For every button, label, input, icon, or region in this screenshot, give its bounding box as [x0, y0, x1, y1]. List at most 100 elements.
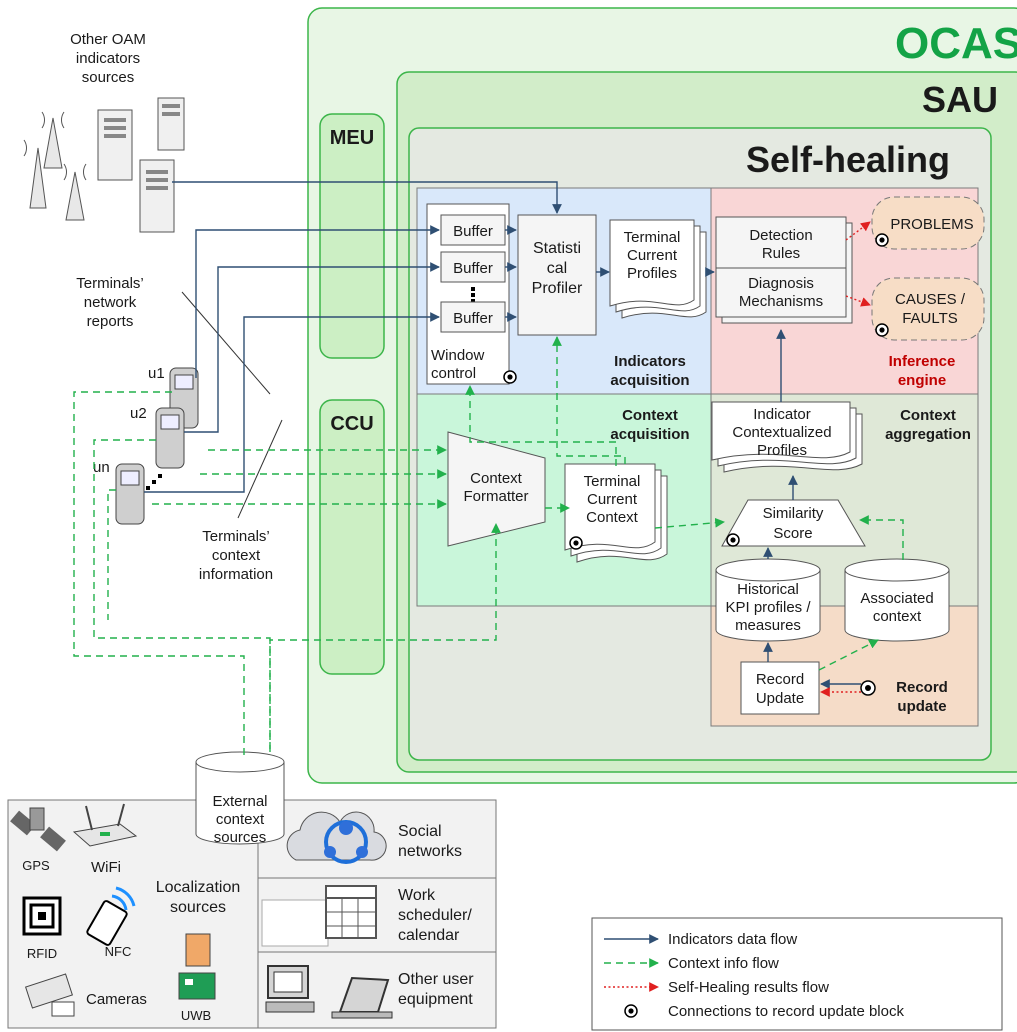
ocas-title: OCAS [895, 19, 1017, 68]
contextualized-doc-front [711, 401, 851, 461]
flow-rules-to-problems [845, 221, 871, 241]
external-context-database [195, 751, 285, 845]
terminals-ellipsis-dot [146, 486, 150, 490]
terminal-un-label: un [93, 459, 110, 476]
record-update-source-dot-core [865, 685, 871, 691]
associated-context-database [844, 558, 950, 642]
problems-label: PROBLEMS [890, 216, 973, 233]
camera-icon [24, 973, 75, 1017]
flow-u1-to-buffer1 [195, 225, 440, 378]
computer-icon [265, 965, 393, 1019]
context-connection-dot-core [573, 540, 579, 546]
flow-u1-context [73, 391, 245, 760]
flow-u2-to-buffer2 [184, 262, 440, 433]
terminal-u2-icon [155, 407, 185, 469]
buffer-label-2: Buffer [453, 260, 493, 277]
statistical-profiler-box [517, 214, 597, 336]
gps-label: GPS [22, 858, 50, 873]
flow-associated-to-similarity [859, 515, 904, 560]
gps-satellite-icon [10, 807, 66, 852]
rfid-tag-icon [22, 896, 62, 936]
historical-kpi-database [715, 558, 821, 642]
similarity-score-box [721, 499, 866, 547]
buffer-label-3: Buffer [453, 310, 493, 327]
legend-item-results-flow: Self-Healing results flow [668, 979, 829, 996]
buffer-ellipsis [471, 287, 475, 291]
uwb-chip-icon [178, 933, 216, 1000]
record-update-box [740, 661, 820, 715]
terminal-un-icon [115, 463, 145, 525]
buffer-ellipsis-dot [471, 293, 475, 297]
terminals-ellipsis [158, 474, 162, 478]
legend-connection-dot-core [628, 1008, 634, 1014]
rfid-label: RFID [27, 946, 57, 961]
antenna-icon [23, 111, 87, 221]
flow-un-context [107, 489, 116, 620]
wifi-router-icon [72, 803, 138, 847]
rules-stack [715, 216, 847, 318]
buffer-box-2 [440, 251, 506, 283]
ccu-block [319, 399, 385, 675]
legend-item-data-flow: Indicators data flow [668, 931, 797, 948]
flow-oam-to-profiler [172, 181, 562, 214]
context-pointer [237, 419, 283, 519]
flow-context-to-profiler [552, 336, 626, 464]
sau-title: SAU [922, 79, 998, 120]
calendar-icon [261, 885, 377, 947]
buffer-label-1: Buffer [453, 223, 493, 240]
record-connection-dot-core [507, 374, 513, 380]
server-icon [97, 97, 185, 233]
nfc-card-icon [86, 886, 136, 946]
similarity-connection-dot-core [730, 537, 736, 543]
ccu-label: CCU [330, 413, 373, 435]
context-formatter-box [447, 431, 546, 547]
self-healing-title: Self-healing [746, 139, 950, 180]
flow-external-to-formatter [269, 523, 501, 752]
terminal-u1-label: u1 [148, 365, 165, 382]
legend-box [591, 917, 1003, 1031]
problems-box [871, 196, 985, 250]
uwb-label: UWB [181, 1008, 211, 1023]
wifi-label: WiFi [91, 859, 121, 876]
flow-context-to-window [465, 385, 617, 466]
causes-connection-dot-core [879, 327, 885, 333]
legend-item-context-flow: Context info flow [668, 955, 779, 972]
nfc-label: NFC [105, 944, 132, 959]
causes-box [871, 277, 985, 341]
terminals-ellipsis-dot [152, 480, 156, 484]
profiles-doc-front [609, 219, 695, 307]
legend-item-connections: Connections to record update block [668, 1003, 904, 1020]
meu-block [319, 113, 385, 359]
cameras-label: Cameras [86, 991, 147, 1008]
buffer-ellipsis-dot [471, 299, 475, 303]
social-cloud-icon [286, 811, 387, 864]
meu-label: MEU [330, 127, 374, 149]
flow-un-to-buffer3 [144, 312, 440, 493]
